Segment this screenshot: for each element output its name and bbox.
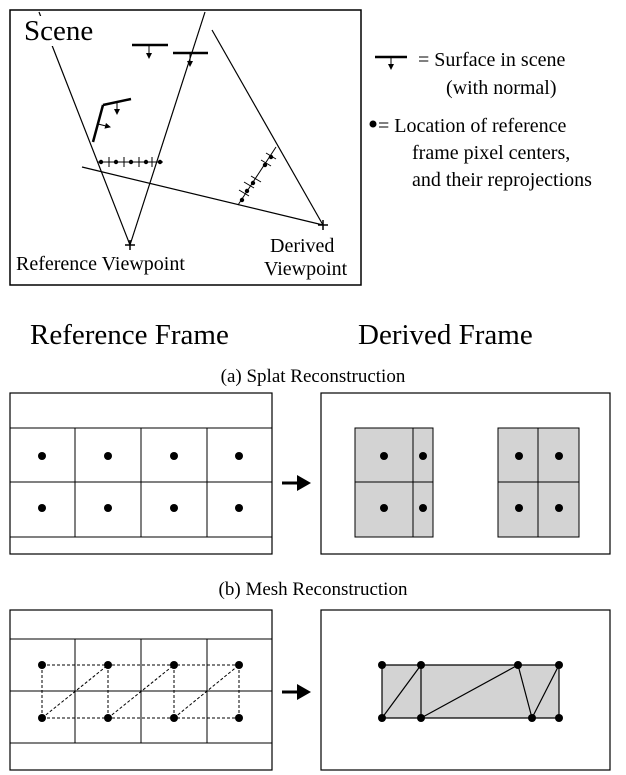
reference-frame-heading: Reference Frame xyxy=(30,319,229,351)
derived-frame-heading: Derived Frame xyxy=(358,319,533,351)
splat-reference-frame xyxy=(9,392,273,555)
derived-frustum-left xyxy=(81,166,324,226)
legend-pixel-text-3: and their reprojections xyxy=(412,169,592,191)
legend-pixel-text-2: frame pixel centers, xyxy=(412,142,570,164)
legend-surface-text-1: = Surface in scene xyxy=(418,49,565,71)
derived-frustum-right xyxy=(211,29,324,226)
reference-viewpoint-marker xyxy=(125,240,135,250)
scene-frame xyxy=(9,9,362,286)
mesh-reference-frame xyxy=(9,609,273,771)
derived-viewpoint-label-1: Derived xyxy=(270,235,334,257)
surface-angled xyxy=(91,97,132,143)
reference-frustum-right xyxy=(129,11,206,246)
derived-viewpoint-marker xyxy=(318,220,328,230)
mesh-caption: (b) Mesh Reconstruction xyxy=(219,579,408,600)
scene-panel: Scene Reference Viewpoint Derived Viewpo… xyxy=(9,9,362,286)
legend-surface-text-2: (with normal) xyxy=(446,77,557,99)
legend-pixel-text-1: = Location of reference xyxy=(378,115,567,137)
mesh-derived-frame xyxy=(320,609,611,771)
splat-derived-frame xyxy=(320,392,611,555)
surface-legend-icon xyxy=(375,55,407,70)
splat-arrow-icon xyxy=(282,475,311,491)
reference-viewpoint-label: Reference Viewpoint xyxy=(16,253,185,275)
derived-viewpoint-label-2: Viewpoint xyxy=(264,258,348,280)
legend: = Surface in scene (with normal) = Locat… xyxy=(369,49,592,191)
pixel-center-legend-icon xyxy=(369,120,377,128)
surface-top-2 xyxy=(173,51,208,67)
mesh-arrow-icon xyxy=(282,684,311,700)
scene-title: Scene xyxy=(24,15,93,47)
reference-pixel-samples xyxy=(97,157,163,167)
reference-frustum-left xyxy=(38,11,131,246)
splat-caption: (a) Splat Reconstruction xyxy=(221,366,406,387)
surface-top-1 xyxy=(132,43,168,59)
reprojected-pixel-samples xyxy=(237,146,277,206)
